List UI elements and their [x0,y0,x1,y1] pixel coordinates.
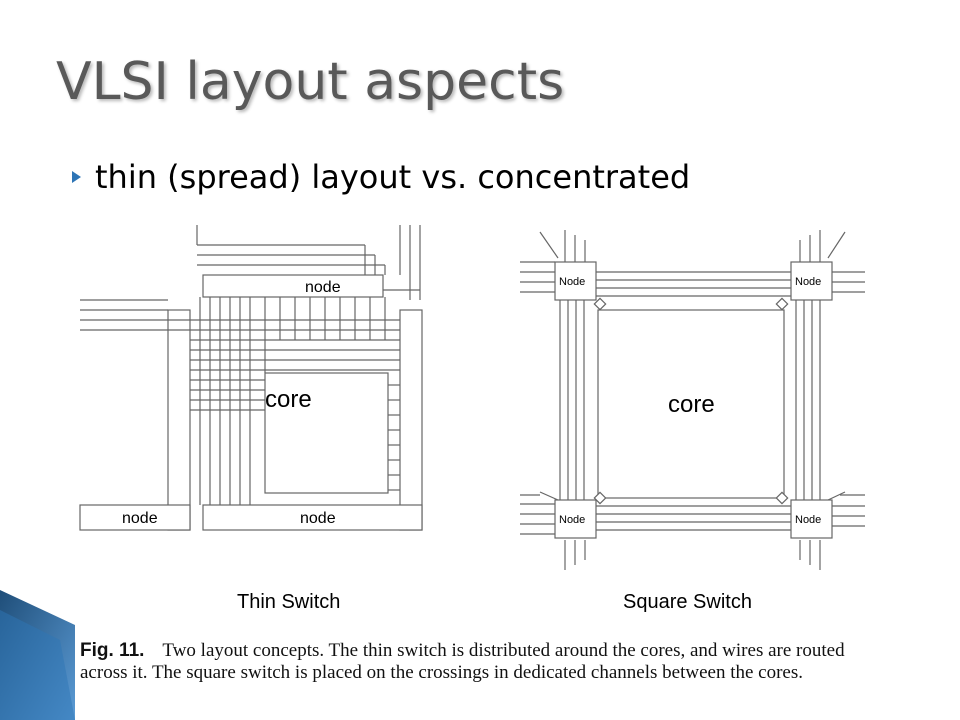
thin-node-left-column [167,309,191,531]
square-node-bl-label: Node [559,514,585,526]
square-switch-label: Square Switch [623,591,752,613]
corner-decoration [0,590,75,720]
square-core [597,309,785,499]
thin-node-bottom-right [202,504,423,531]
square-node-tr-label: Node [795,276,821,288]
thin-switch-label: Thin Switch [237,591,340,613]
square-node-tl-label: Node [559,276,585,288]
thin-node-top-label: node [305,279,341,296]
caption-text: Two layout concepts. The thin switch is … [80,640,845,683]
square-node-br [790,499,833,539]
bullet-text: thin (spread) layout vs. concentrated [95,158,691,196]
square-node-br-label: Node [795,514,821,526]
thin-node-top [202,274,384,298]
square-node-bl [554,499,597,539]
figure-number: Fig. 11. [80,640,145,661]
thin-core-label: core [265,386,312,413]
bullet-item: thin (spread) layout vs. concentrated [72,158,690,196]
square-node-tr [790,261,833,301]
thin-core [264,372,389,494]
thin-node-bottom-left-label: node [122,510,158,527]
thin-node-bottom-left [79,504,191,531]
thin-node-bottom-right-label: node [300,510,336,527]
triangle-bullet-icon [72,171,81,183]
square-core-label: core [668,391,715,418]
page-title: VLSI layout aspects [56,52,565,112]
square-node-tl [554,261,597,301]
figure-caption: Fig. 11.Two layout concepts. The thin sw… [80,640,880,684]
thin-node-right-column [399,309,423,531]
